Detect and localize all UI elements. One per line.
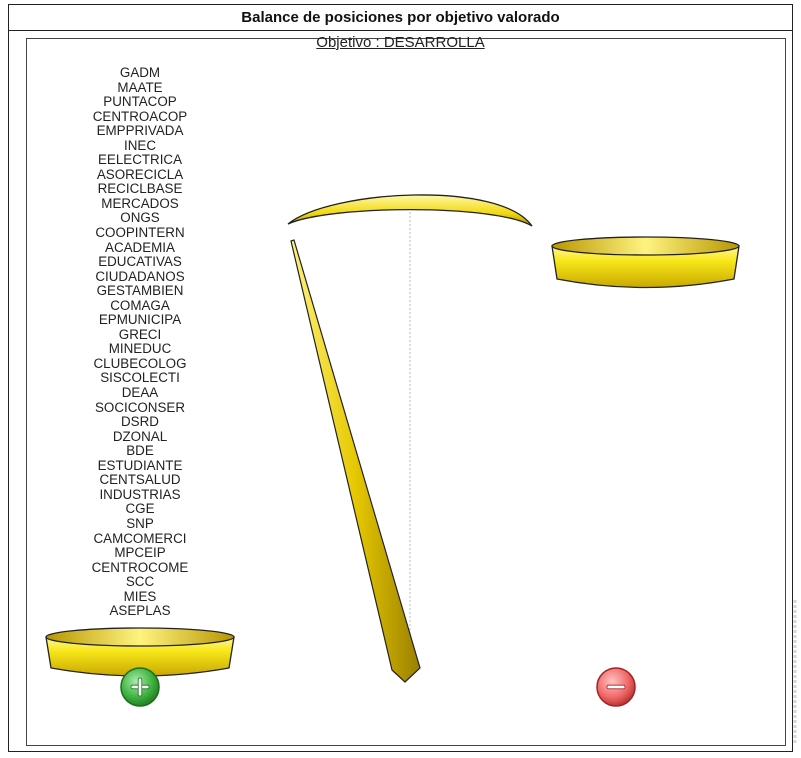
actor-label: ESTUDIANTE	[97, 457, 183, 473]
actor-label: COMAGA	[110, 297, 170, 313]
actor-label: INDUSTRIAS	[99, 486, 181, 502]
minus-circle-icon	[596, 667, 636, 707]
actor-label: DSRD	[121, 414, 159, 430]
actor-label: MIES	[123, 588, 157, 604]
actor-label: SOCICONSER	[94, 399, 186, 415]
actor-label: ASEPLAS	[109, 603, 171, 619]
actor-label: MINEDUC	[108, 341, 172, 357]
actor-label: DEAA	[121, 385, 159, 401]
actor-label: MAATE	[117, 79, 163, 95]
balance-needle	[290, 239, 421, 683]
plot-area	[26, 38, 786, 746]
side-watermark	[793, 600, 797, 745]
positive-pan	[45, 627, 235, 677]
actor-label: BDE	[126, 443, 154, 459]
actor-label: COOPINTERN	[95, 225, 185, 241]
actor-label: CENTROCOME	[91, 559, 189, 575]
actor-label: EMPPRIVADA	[96, 123, 184, 139]
actor-label: GESTAMBIEN	[96, 283, 184, 299]
actor-label: CGE	[125, 501, 155, 517]
actor-label: EDUCATIVAS	[98, 254, 182, 270]
actor-label: ACADEMIA	[105, 239, 175, 255]
actor-label: SISCOLECTI	[100, 370, 180, 386]
actor-label: GRECI	[118, 326, 162, 342]
objective-subtitle: Objetivo : DESARROLLA	[0, 34, 801, 51]
actor-label: CLUBECOLOG	[93, 355, 187, 371]
actor-label: RECICLBASE	[97, 181, 183, 197]
actor-label: CAMCOMERCI	[93, 530, 187, 546]
actor-label: GADM	[119, 65, 161, 80]
actor-label: EELECTRICA	[97, 152, 183, 168]
actor-label: CENTROACOP	[92, 108, 188, 124]
actor-label: DZONAL	[112, 428, 168, 444]
actor-label: ONGS	[120, 210, 160, 226]
balance-beam	[287, 194, 533, 227]
actor-label: SNP	[126, 515, 154, 531]
actor-label: ASORECICLA	[96, 166, 184, 182]
actor-label: MERCADOS	[101, 195, 179, 211]
actor-label: CENTSALUD	[99, 472, 181, 488]
actor-label: MPCEIP	[114, 545, 166, 561]
actor-label: PUNTACOP	[103, 94, 177, 110]
actor-label: SCC	[125, 574, 155, 590]
objective-subtitle-text: Objetivo : DESARROLLA	[316, 34, 485, 51]
actor-label: EPMUNICIPA	[98, 312, 182, 328]
actor-label: INEC	[124, 137, 156, 153]
plus-circle-icon	[120, 667, 160, 707]
negative-pan	[551, 236, 740, 289]
chart-title: Balance de posiciones por objetivo valor…	[9, 5, 792, 31]
actor-label: CIUDADANOS	[95, 268, 185, 284]
